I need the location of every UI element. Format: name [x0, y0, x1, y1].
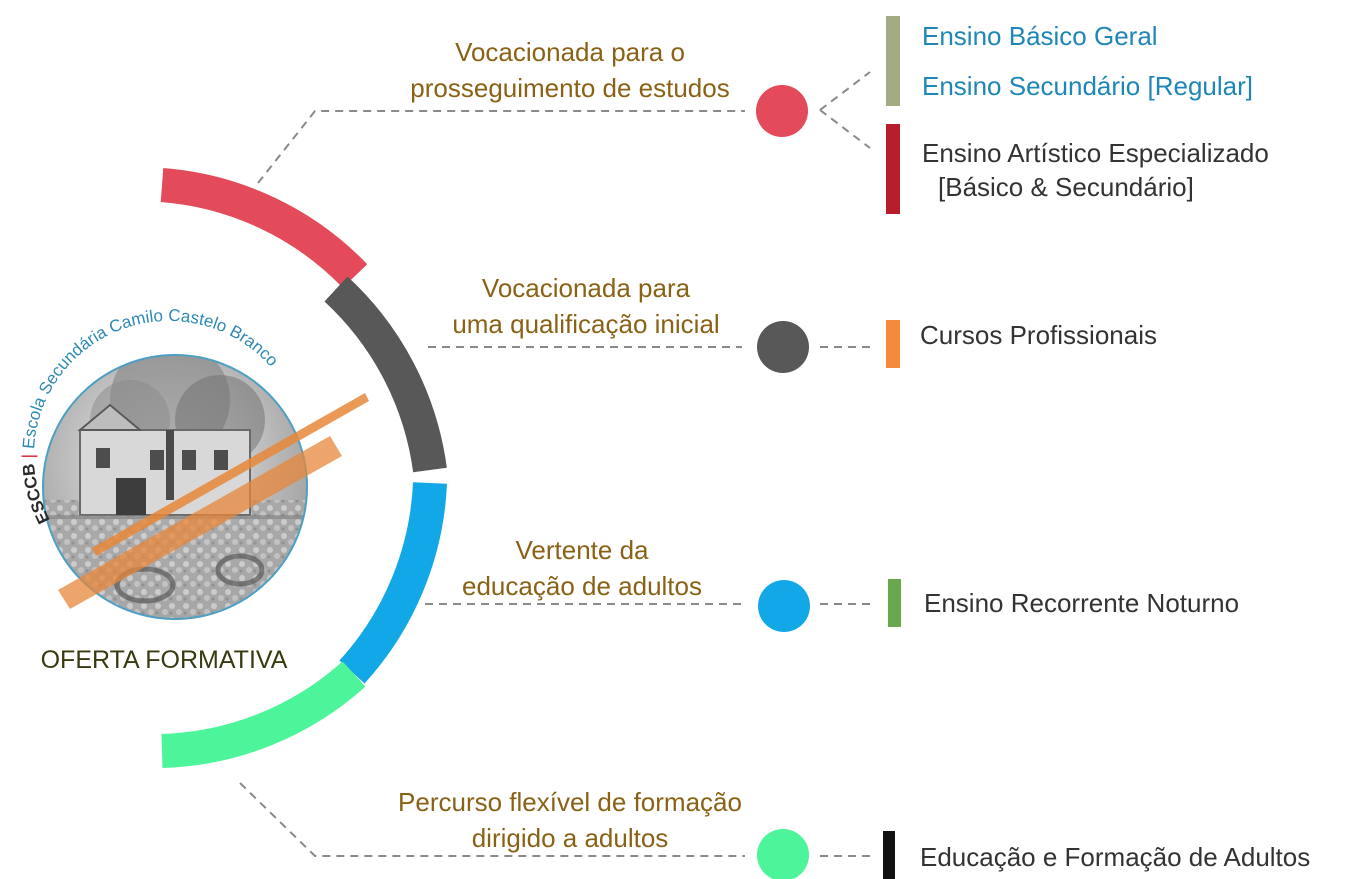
item-ensino-artistico-line1: Ensino Artístico Especializado: [922, 138, 1269, 168]
category-label-flexivel-line1: Percurso flexível de formação: [398, 787, 742, 817]
connector-branch-up: [819, 71, 871, 111]
connector-branch-down: [819, 109, 871, 149]
item-cursos-profissionais: Cursos Profissionais: [920, 320, 1157, 350]
item-labels: Ensino Básico Geral Ensino Secundário [R…: [920, 21, 1310, 872]
arc-segment-flexivel: [161, 661, 366, 768]
item-bar-cursos-profissionais: [886, 320, 900, 368]
orange-stripe-thick: [58, 436, 342, 609]
category-dots: [756, 85, 810, 879]
connector-flexivel: [239, 782, 745, 857]
arc-segment-adultos: [339, 482, 447, 684]
category-label-adultos-line1: Vertente da: [516, 535, 650, 565]
main-arc: [160, 168, 447, 768]
connectors: [239, 71, 876, 857]
arc-segment-qualificacao: [324, 276, 447, 473]
item-educacao-formacao-adultos: Educação e Formação de Adultos: [920, 842, 1310, 872]
item-bar-ensino-regular: [886, 16, 900, 106]
item-bar-ensino-recorrente: [888, 579, 901, 627]
connector-prosseguimento: [257, 110, 745, 184]
item-ensino-artistico-line2: [Básico & Secundário]: [938, 172, 1194, 202]
item-bars: [883, 16, 901, 879]
dot-prosseguimento: [756, 85, 808, 137]
item-ensino-basico-geral: Ensino Básico Geral: [922, 21, 1158, 51]
school-logo: ESCCB | Escola Secundária Camilo Castelo…: [19, 306, 369, 674]
item-bar-ensino-artistico: [886, 124, 900, 214]
category-label-adultos-line2: educação de adultos: [462, 571, 702, 601]
item-ensino-secundario-regular: Ensino Secundário [Regular]: [922, 71, 1253, 101]
orange-stripe-thin: [92, 393, 369, 556]
dot-qualificacao: [757, 321, 809, 373]
dot-flexivel: [757, 829, 809, 879]
category-labels: Vocacionada para o prosseguimento de est…: [398, 37, 742, 853]
category-label-qualificacao-line2: uma qualificação inicial: [452, 309, 719, 339]
category-label-qualificacao-line1: Vocacionada para: [482, 273, 691, 303]
item-ensino-recorrente-noturno: Ensino Recorrente Noturno: [924, 588, 1239, 618]
category-label-prosseguimento-line1: Vocacionada para o: [455, 37, 685, 67]
dot-adultos: [758, 580, 810, 632]
item-bar-efa: [883, 831, 895, 879]
logo-title: OFERTA FORMATIVA: [41, 646, 288, 674]
category-label-prosseguimento-line2: prosseguimento de estudos: [410, 73, 729, 103]
category-label-flexivel-line2: dirigido a adultos: [472, 823, 669, 853]
arc-segment-prosseguimento: [160, 168, 368, 288]
